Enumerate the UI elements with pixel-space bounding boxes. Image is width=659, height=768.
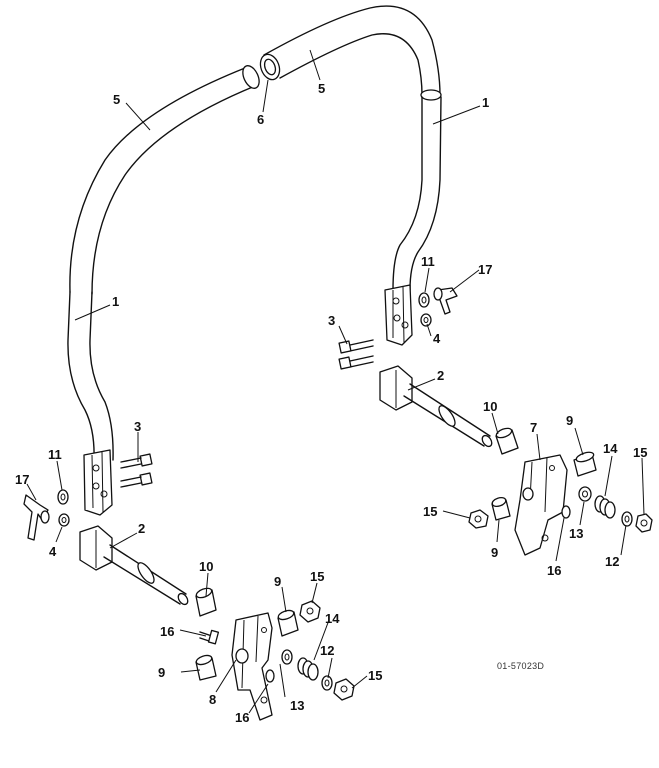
callout-16-right: 16 bbox=[547, 563, 561, 578]
callout-17-right: 17 bbox=[478, 262, 492, 277]
knob-17-left bbox=[23, 494, 50, 541]
pin-16-right bbox=[561, 505, 571, 519]
callout-3-left: 3 bbox=[134, 419, 141, 434]
mount-bracket-7-right bbox=[514, 454, 568, 556]
bolts-left bbox=[120, 453, 153, 488]
callout-15-a: 15 bbox=[633, 445, 647, 460]
callout-14-right: 14 bbox=[603, 441, 618, 456]
callout-5-left: 5 bbox=[113, 92, 120, 107]
callout-4-right: 4 bbox=[433, 331, 441, 346]
callout-6: 6 bbox=[257, 112, 264, 127]
left-upper-tube bbox=[69, 67, 256, 295]
callout-1-left: 1 bbox=[112, 294, 119, 309]
spacer-9-c bbox=[277, 609, 299, 637]
callout-15-c: 15 bbox=[310, 569, 324, 584]
left-upright-bracket bbox=[83, 449, 113, 516]
bushing-10-right bbox=[495, 427, 519, 455]
callout-10-left: 10 bbox=[199, 559, 213, 574]
callout-13-right: 13 bbox=[569, 526, 583, 541]
callout-16-left: 16 bbox=[235, 710, 249, 725]
callout-11-left: 11 bbox=[48, 447, 62, 462]
nut-4-left bbox=[58, 513, 70, 527]
right-upright-tube bbox=[392, 96, 442, 291]
nut-15-d bbox=[333, 678, 355, 701]
left-upright-tube bbox=[67, 291, 114, 461]
washer-12-right bbox=[621, 511, 633, 527]
callout-9-d: 9 bbox=[158, 665, 165, 680]
mount-bracket-8-left bbox=[231, 612, 273, 721]
nut-15-c bbox=[299, 600, 321, 623]
callout-8: 8 bbox=[209, 692, 216, 707]
pivot-shaft-right bbox=[379, 365, 493, 448]
callout-9-c: 9 bbox=[274, 574, 281, 589]
washer-13-right bbox=[578, 486, 592, 502]
nut-15-a bbox=[635, 513, 653, 533]
nut-4-right bbox=[420, 313, 432, 327]
callout-15-d: 15 bbox=[368, 668, 382, 683]
washer-13-left bbox=[281, 649, 293, 665]
right-upright-bracket bbox=[384, 284, 413, 346]
bolt-16 bbox=[199, 629, 220, 645]
spacer-9-b bbox=[491, 496, 511, 521]
spacer-9-d bbox=[195, 654, 217, 681]
callout-2-left: 2 bbox=[138, 521, 145, 536]
bolts-right bbox=[338, 339, 374, 370]
spacer-9-a bbox=[573, 451, 597, 477]
callout-7: 7 bbox=[530, 420, 537, 435]
leader-lines bbox=[26, 49, 645, 714]
washer-11-left bbox=[57, 489, 69, 505]
callout-16-bolt: 16 bbox=[160, 624, 174, 639]
callout-17-left: 17 bbox=[15, 472, 29, 487]
washer-11-right bbox=[418, 292, 430, 308]
callout-12-right: 12 bbox=[605, 554, 619, 569]
pin-16-left bbox=[265, 669, 275, 683]
coupler-sleeve-bore bbox=[263, 58, 277, 76]
knob-17-right bbox=[433, 287, 458, 315]
callout-11-right: 11 bbox=[421, 254, 435, 269]
right-upper-tube bbox=[263, 5, 441, 96]
nut-15-b bbox=[468, 509, 489, 529]
right-upper-tube-end bbox=[420, 89, 442, 101]
callout-10-right: 10 bbox=[483, 399, 497, 414]
callout-2-right: 2 bbox=[437, 368, 444, 383]
callout-13-left: 13 bbox=[290, 698, 304, 713]
figure-id: 01-57023D bbox=[497, 661, 544, 671]
pivot-shaft-left bbox=[79, 525, 189, 606]
callout-9-a: 9 bbox=[566, 413, 573, 428]
callout-5-right: 5 bbox=[318, 81, 325, 96]
callout-3-right: 3 bbox=[328, 313, 335, 328]
spring-14-left bbox=[297, 657, 319, 681]
callout-4-left: 4 bbox=[49, 544, 57, 559]
callout-12-left: 12 bbox=[320, 643, 334, 658]
washer-12-left bbox=[321, 675, 333, 691]
callout-1-right: 1 bbox=[482, 95, 489, 110]
left-upper-tube-end bbox=[242, 65, 260, 89]
callout-14-left: 14 bbox=[325, 611, 340, 626]
roll-bar-tubes bbox=[67, 5, 442, 461]
callout-9-b: 9 bbox=[491, 545, 498, 560]
bushing-10-left bbox=[195, 587, 217, 617]
callout-labels: 1 1 2 2 3 3 4 4 5 5 6 7 8 9 9 9 9 10 10 … bbox=[15, 81, 647, 725]
callout-15-b: 15 bbox=[423, 504, 437, 519]
spring-14-right bbox=[594, 495, 616, 519]
